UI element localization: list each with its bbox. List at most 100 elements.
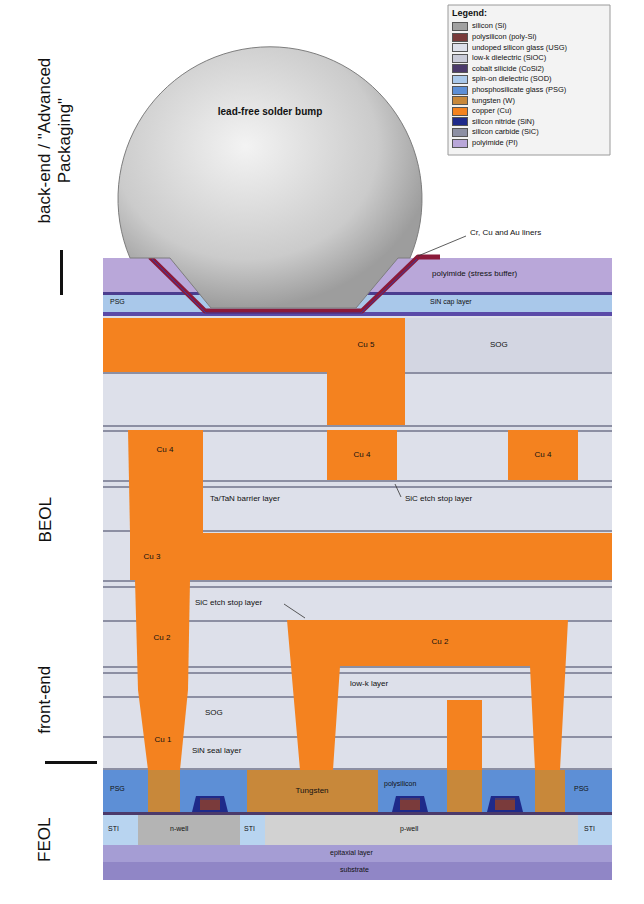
node-label: Cu 4	[354, 450, 371, 459]
part-label: STI	[108, 825, 119, 833]
legend-entry: tungsten (W)	[452, 96, 515, 105]
part-label: STI	[244, 825, 255, 833]
node-shape	[247, 770, 378, 812]
legend-swatch	[452, 117, 468, 126]
copper-line: Cu 4	[128, 430, 203, 533]
tungsten-plug	[148, 770, 180, 812]
dielectric-stack	[103, 316, 612, 770]
tungsten-contact: Tungsten	[247, 770, 378, 812]
part-label: n-well	[170, 825, 188, 833]
legend-entry: cobalt silicide (CoSi2)	[452, 64, 544, 73]
legend-swatch	[452, 64, 468, 73]
node-shape	[508, 430, 578, 480]
gate-silicide	[400, 798, 420, 800]
etch-stop-line	[103, 425, 612, 427]
copper-via: Cu 1	[138, 690, 188, 770]
tungsten-plug	[447, 770, 482, 812]
node-shape	[287, 620, 568, 770]
legend-text: spin-on dielectric (SOD)	[472, 74, 552, 83]
node-label: Cu 1	[155, 735, 172, 744]
part-label: Ta/TaN barrier layer	[210, 494, 280, 503]
part-label: p-well	[400, 825, 418, 833]
node-shape	[138, 690, 188, 770]
n-well	[138, 815, 240, 845]
part-label: SOG	[490, 340, 508, 349]
node-label: Cu 4	[535, 450, 552, 459]
node-shape	[128, 430, 203, 533]
part-label: SiN seal layer	[192, 746, 241, 755]
section-title: FEOL	[35, 818, 55, 862]
copper-via: Cu 2	[135, 580, 190, 690]
legend-text: low-k dielectric (SiOC)	[472, 53, 546, 62]
gate-silicide	[495, 798, 515, 800]
part-label: polyimide (stress buffer)	[432, 269, 517, 278]
part-label: epitaxial layer	[330, 849, 373, 857]
node-outline	[103, 318, 405, 425]
silicide-line	[103, 812, 612, 815]
copper-line: Cu 4	[508, 430, 578, 480]
node-label: Cu 2	[154, 633, 171, 642]
gate-spacer	[192, 796, 228, 812]
node-outline	[287, 620, 568, 770]
leader-line	[395, 484, 401, 497]
part-label: Cr, Cu and Au liners	[470, 228, 541, 237]
legend-entry: phosphosilicate glass (PSG)	[452, 86, 566, 95]
sti-oxide	[578, 815, 612, 845]
node-label: lead-free solder bump	[215, 106, 325, 118]
part-label: SiC etch stop layer	[405, 494, 472, 503]
legend-text: polyimide (PI)	[472, 138, 518, 147]
part-label: substrate	[340, 866, 369, 874]
legend-box	[448, 5, 610, 155]
gate-spacer	[392, 796, 428, 812]
node-outline	[138, 690, 188, 770]
legend-entry: polyimide (PI)	[452, 139, 518, 148]
legend-text: silicon (Si)	[472, 21, 507, 30]
gate-spacer	[487, 796, 523, 812]
sog-layer	[405, 318, 612, 372]
node-outline	[130, 533, 612, 580]
legend-entry: undoped silicon glass (USG)	[452, 43, 567, 52]
legend-entry: silicon carbide (SiC)	[452, 128, 539, 137]
legend-text: polysilicon (poly-Si)	[472, 32, 537, 41]
node-label: Tungsten	[295, 786, 328, 795]
leader-line	[284, 604, 305, 618]
silicon-substrate	[103, 815, 612, 845]
part-label: Legend:	[452, 8, 487, 18]
copper-line: Cu 2	[287, 620, 568, 770]
legend-text: silicon carbide (SiC)	[472, 127, 539, 136]
poly-gate	[495, 800, 515, 810]
solder-bump: lead-free solder bump	[118, 45, 422, 310]
legend-swatch	[452, 33, 468, 42]
part-label: PSG	[110, 298, 125, 306]
sti-oxide	[103, 815, 138, 845]
part-label: PSG	[574, 785, 589, 793]
section-title: front-end	[35, 666, 55, 734]
part-label: STI	[584, 825, 595, 833]
node-label: Cu 3	[144, 552, 161, 561]
section-bar	[60, 250, 63, 295]
section-title: BEOL	[35, 497, 55, 542]
legend-swatch	[452, 96, 468, 105]
part-label: SOG	[205, 708, 223, 717]
legend-text: tungsten (W)	[472, 96, 515, 105]
legend-entry: copper (Cu)	[452, 107, 512, 116]
legend-text: undoped silicon glass (USG)	[472, 43, 567, 52]
poly-gate	[400, 800, 420, 810]
gate-silicide	[200, 798, 220, 800]
node-shape	[130, 533, 612, 580]
legend-text: silicon nitride (SiN)	[472, 117, 535, 126]
section-title: back-end / "Advanced Packaging"	[35, 40, 74, 240]
node-outline	[118, 45, 422, 310]
copper-line: Cu 5	[103, 318, 405, 425]
substrate-band	[103, 862, 612, 880]
legend-swatch	[452, 86, 468, 95]
legend-swatch	[452, 75, 468, 84]
legend-swatch	[452, 22, 468, 31]
node-label: Cu 4	[157, 445, 174, 454]
node-label: Cu 2	[432, 637, 449, 646]
legend-entry: silicon nitride (SiN)	[452, 117, 535, 126]
legend-swatch	[452, 43, 468, 52]
psg-fill	[103, 770, 612, 812]
legend-entry: silicon (Si)	[452, 22, 507, 31]
